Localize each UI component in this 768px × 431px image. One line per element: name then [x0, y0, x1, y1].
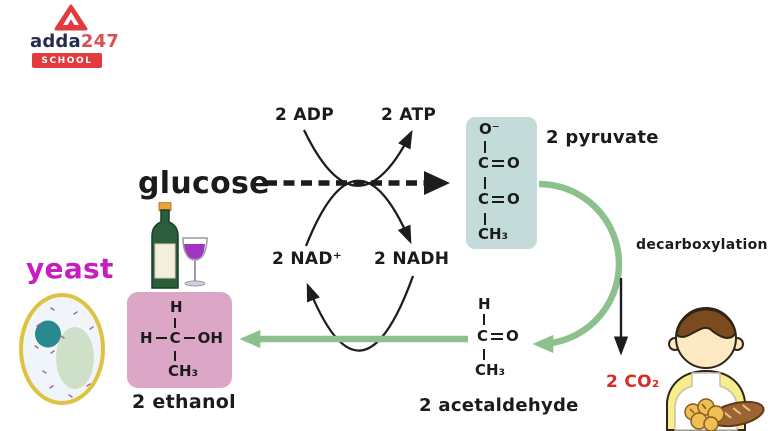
wine-glass-bowl [182, 237, 208, 261]
nad-label: 2 NAD⁺ [272, 249, 343, 269]
bond [174, 318, 176, 328]
pyruvate-carboxyl-group: C O [478, 154, 520, 172]
pyruvate-to-acetaldehyde-arrow [532, 180, 623, 354]
yeast-nucleus [35, 320, 61, 348]
logo-wordmark: adda247 [30, 31, 119, 52]
pyruvate-carbonyl-group: C O [478, 190, 520, 208]
logo-brand-text: adda [30, 31, 81, 52]
bread-rolls [684, 398, 725, 431]
yeast-cell-illustration [19, 293, 105, 405]
co2-label: 2 CO₂ [606, 372, 660, 392]
double-bond [492, 195, 505, 203]
adp-to-atp-curve [302, 129, 413, 187]
ethanol-c: C [169, 329, 181, 347]
wine-bottle-and-glass-illustration [151, 202, 208, 289]
bond [183, 337, 195, 339]
ethanol-backbone: H C OH [140, 329, 223, 347]
ethanol-h-top: H [170, 298, 183, 316]
pyruvate-c1: C [478, 154, 490, 172]
bond [483, 349, 485, 360]
double-bond [492, 159, 505, 167]
bond [484, 213, 486, 225]
bond [483, 314, 485, 325]
decarboxylation-label: decarboxylation [636, 237, 768, 253]
acetaldehyde-ch3: CH₃ [475, 361, 506, 379]
pyruvate-structure-box: O⁻ C O C O CH₃ [466, 117, 537, 249]
yeast-vacuole [56, 327, 94, 389]
pyruvate-c2: C [478, 190, 490, 208]
bond [484, 177, 486, 189]
adp-label: 2 ADP [275, 105, 334, 125]
double-bond [491, 332, 504, 340]
nadh-label: 2 NADH [374, 249, 450, 269]
nadh-to-nad-recycle-curve [306, 275, 415, 352]
pyruvate-o2: O [507, 190, 520, 208]
glucose-to-pyruvate-arrowhead [424, 171, 450, 195]
logo-suffix-text: 247 [80, 31, 120, 52]
bottle-label [154, 243, 176, 279]
bond [155, 337, 167, 339]
ethanol-ch3: CH₃ [168, 362, 199, 380]
acetaldehyde-h: H [478, 295, 491, 313]
ethanol-h-left: H [140, 329, 153, 347]
logo-school-badge: SCHOOL [32, 53, 102, 68]
bond [174, 351, 176, 361]
ethanol-label: 2 ethanol [132, 391, 236, 413]
yeast-granules [34, 307, 94, 398]
acetaldehyde-o: O [506, 327, 519, 345]
acetaldehyde-c: C [477, 327, 489, 345]
bond [484, 141, 486, 153]
pyruvate-ch3: CH₃ [478, 225, 509, 243]
nad-to-nadh-curve [304, 179, 412, 247]
glucose-label: glucose [138, 166, 270, 201]
baker-with-bread-illustration [666, 307, 765, 431]
atp-label: 2 ATP [381, 105, 437, 125]
adda247-triangle-logo-icon [54, 4, 88, 31]
acetaldehyde-carbonyl-group: C O [477, 327, 519, 345]
glass-base [184, 280, 206, 287]
pyruvate-o-minus: O⁻ [479, 120, 500, 138]
baker-hair [675, 308, 737, 339]
pyruvate-label: 2 pyruvate [546, 127, 659, 148]
pyruvate-o1: O [507, 154, 520, 172]
ethanol-oh: OH [197, 329, 223, 347]
yeast-label: yeast [26, 252, 114, 285]
ethanol-structure-box: H H C OH CH₃ [127, 292, 232, 388]
acetaldehyde-label: 2 acetaldehyde [419, 395, 579, 416]
wine-in-glass [184, 244, 205, 259]
